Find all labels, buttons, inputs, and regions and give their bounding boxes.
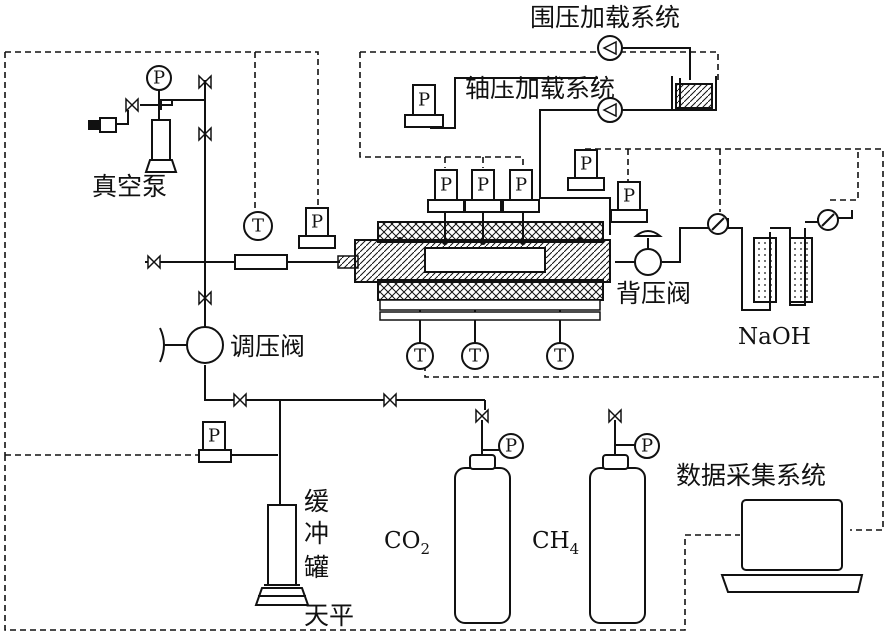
gauges: P P P T T T T xyxy=(146,65,660,459)
gas-cylinders xyxy=(454,454,646,624)
pressure-transducer-confining: P xyxy=(567,149,605,191)
svg-text:T: T xyxy=(252,216,264,237)
svg-text:P: P xyxy=(418,90,430,111)
svg-text:P: P xyxy=(515,175,527,196)
labels: 围压加载系统 轴压加载系统 真空泵 调压阀 背压阀 NaOH 数据采集系统 缓 … xyxy=(92,3,826,630)
label-confining-system: 围压加载系统 xyxy=(530,3,680,32)
label-buffer-tank-2: 冲 xyxy=(304,519,329,548)
core-holder xyxy=(337,221,611,321)
svg-text:P: P xyxy=(153,68,165,89)
pressure-transducer-port-2: P xyxy=(464,169,502,213)
pressure-transducer-port-1: P xyxy=(427,169,465,213)
label-ch4: CH4 xyxy=(532,528,579,558)
label-pressure-regulator: 调压阀 xyxy=(230,332,305,361)
svg-text:T: T xyxy=(414,346,426,367)
valves xyxy=(125,74,622,424)
svg-text:P: P xyxy=(623,186,635,207)
svg-text:T: T xyxy=(469,346,481,367)
pressure-transducer-port-3: P xyxy=(502,169,540,213)
preheater xyxy=(234,254,288,270)
label-naoh: NaOH xyxy=(738,324,811,350)
svg-text:P: P xyxy=(641,436,653,457)
pressure-transducer-axial: P xyxy=(404,84,444,128)
label-daq-system: 数据采集系统 xyxy=(676,461,826,490)
naoh-traps xyxy=(707,209,839,303)
pressure-regulator xyxy=(159,326,224,364)
buffer-tank xyxy=(254,504,310,606)
back-pressure-valve xyxy=(633,230,663,276)
vacuum-pump xyxy=(88,90,178,173)
svg-text:P: P xyxy=(580,154,592,175)
label-co2: CO2 xyxy=(384,528,430,558)
label-vacuum-pump: 真空泵 xyxy=(92,172,167,201)
svg-text:P: P xyxy=(311,212,323,233)
svg-text:P: P xyxy=(505,436,517,457)
pressure-transducer-outlet: P xyxy=(610,181,648,223)
label-balance: 天平 xyxy=(304,601,354,630)
pressure-transducer-inlet: P xyxy=(298,207,336,249)
label-buffer-tank-3: 罐 xyxy=(304,553,329,582)
fluid-reservoir xyxy=(671,76,717,111)
label-back-pressure-valve: 背压阀 xyxy=(616,279,691,308)
svg-text:T: T xyxy=(554,346,566,367)
label-axial-system: 轴压加载系统 xyxy=(465,74,615,103)
pressure-transducers: P P P P P P P xyxy=(198,84,648,463)
svg-text:P: P xyxy=(440,175,452,196)
svg-text:P: P xyxy=(477,175,489,196)
label-buffer-tank-1: 缓 xyxy=(304,487,329,516)
pressure-transducer-buffer: P xyxy=(198,421,232,463)
daq-computer xyxy=(720,499,864,593)
svg-text:P: P xyxy=(208,426,220,447)
signal-lines xyxy=(4,51,884,631)
pumps xyxy=(597,35,623,123)
